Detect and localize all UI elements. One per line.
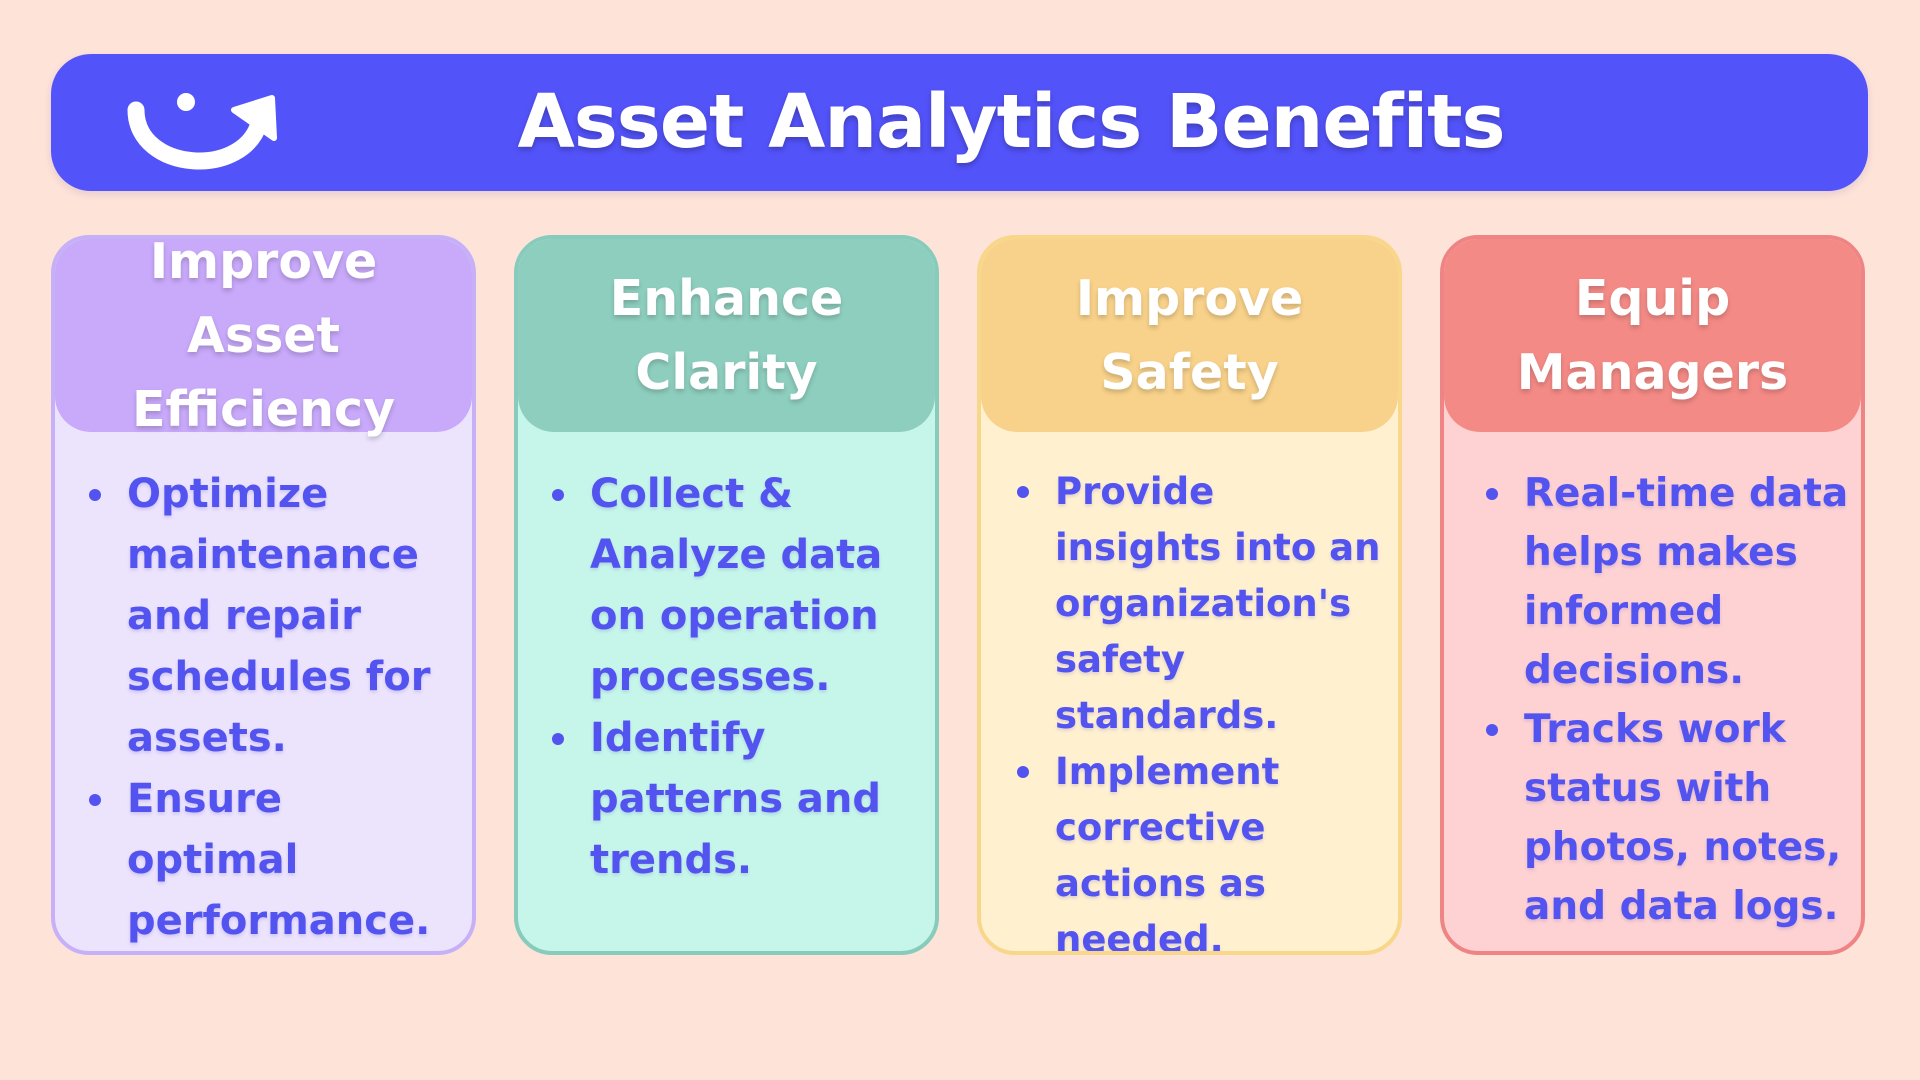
card-title: Improve Safety [1075,269,1304,401]
card-title: Enhance Clarity [609,269,844,401]
card-improve-safety: Improve Safety Provide insights into an … [977,235,1402,955]
card-title: Improve Asset Efficiency [131,235,396,438]
bullet-item: Real-time data helps makes informed deci… [1480,464,1853,700]
card-improve-asset-efficiency: Improve Asset Efficiency Optimize mainte… [51,235,476,955]
bullet-item: Collect & Analyze data on operation proc… [546,464,929,708]
card-header: Improve Asset Efficiency [55,239,472,438]
bullet-item: Identify patterns and trends. [546,708,929,891]
card-body: Provide insights into an organization's … [981,432,1398,951]
card-body: Collect & Analyze data on operation proc… [518,432,935,891]
smile-arrow-icon [127,93,277,170]
card-body: Optimize maintenance and repair schedule… [55,432,472,951]
bullet-item: Optimize maintenance and repair schedule… [83,464,458,769]
bullet-item: Ensure optimal performance. [83,769,458,951]
card-header: Equip Managers [1444,239,1861,432]
page-title: Asset Analytics Benefits [517,79,1505,165]
title-banner: Asset Analytics Benefits [51,54,1868,191]
bullet-list: Optimize maintenance and repair schedule… [83,464,458,951]
bullet-item: Implement corrective actions as needed. [1011,744,1390,951]
bullet-item: Tracks work status with photos, notes, a… [1480,700,1853,936]
bullet-list: Provide insights into an organization's … [1011,464,1390,951]
card-body: Real-time data helps makes informed deci… [1444,432,1861,936]
bullet-list: Collect & Analyze data on operation proc… [546,464,929,891]
card-header: Enhance Clarity [518,239,935,432]
bullet-item: Provide insights into an organization's … [1011,464,1390,744]
bullet-list: Real-time data helps makes informed deci… [1480,464,1853,936]
card-title: Equip Managers [1516,269,1789,401]
card-header: Improve Safety [981,239,1398,432]
card-enhance-clarity: Enhance Clarity Collect & Analyze data o… [514,235,939,955]
card-equip-managers: Equip Managers Real-time data helps make… [1440,235,1865,955]
